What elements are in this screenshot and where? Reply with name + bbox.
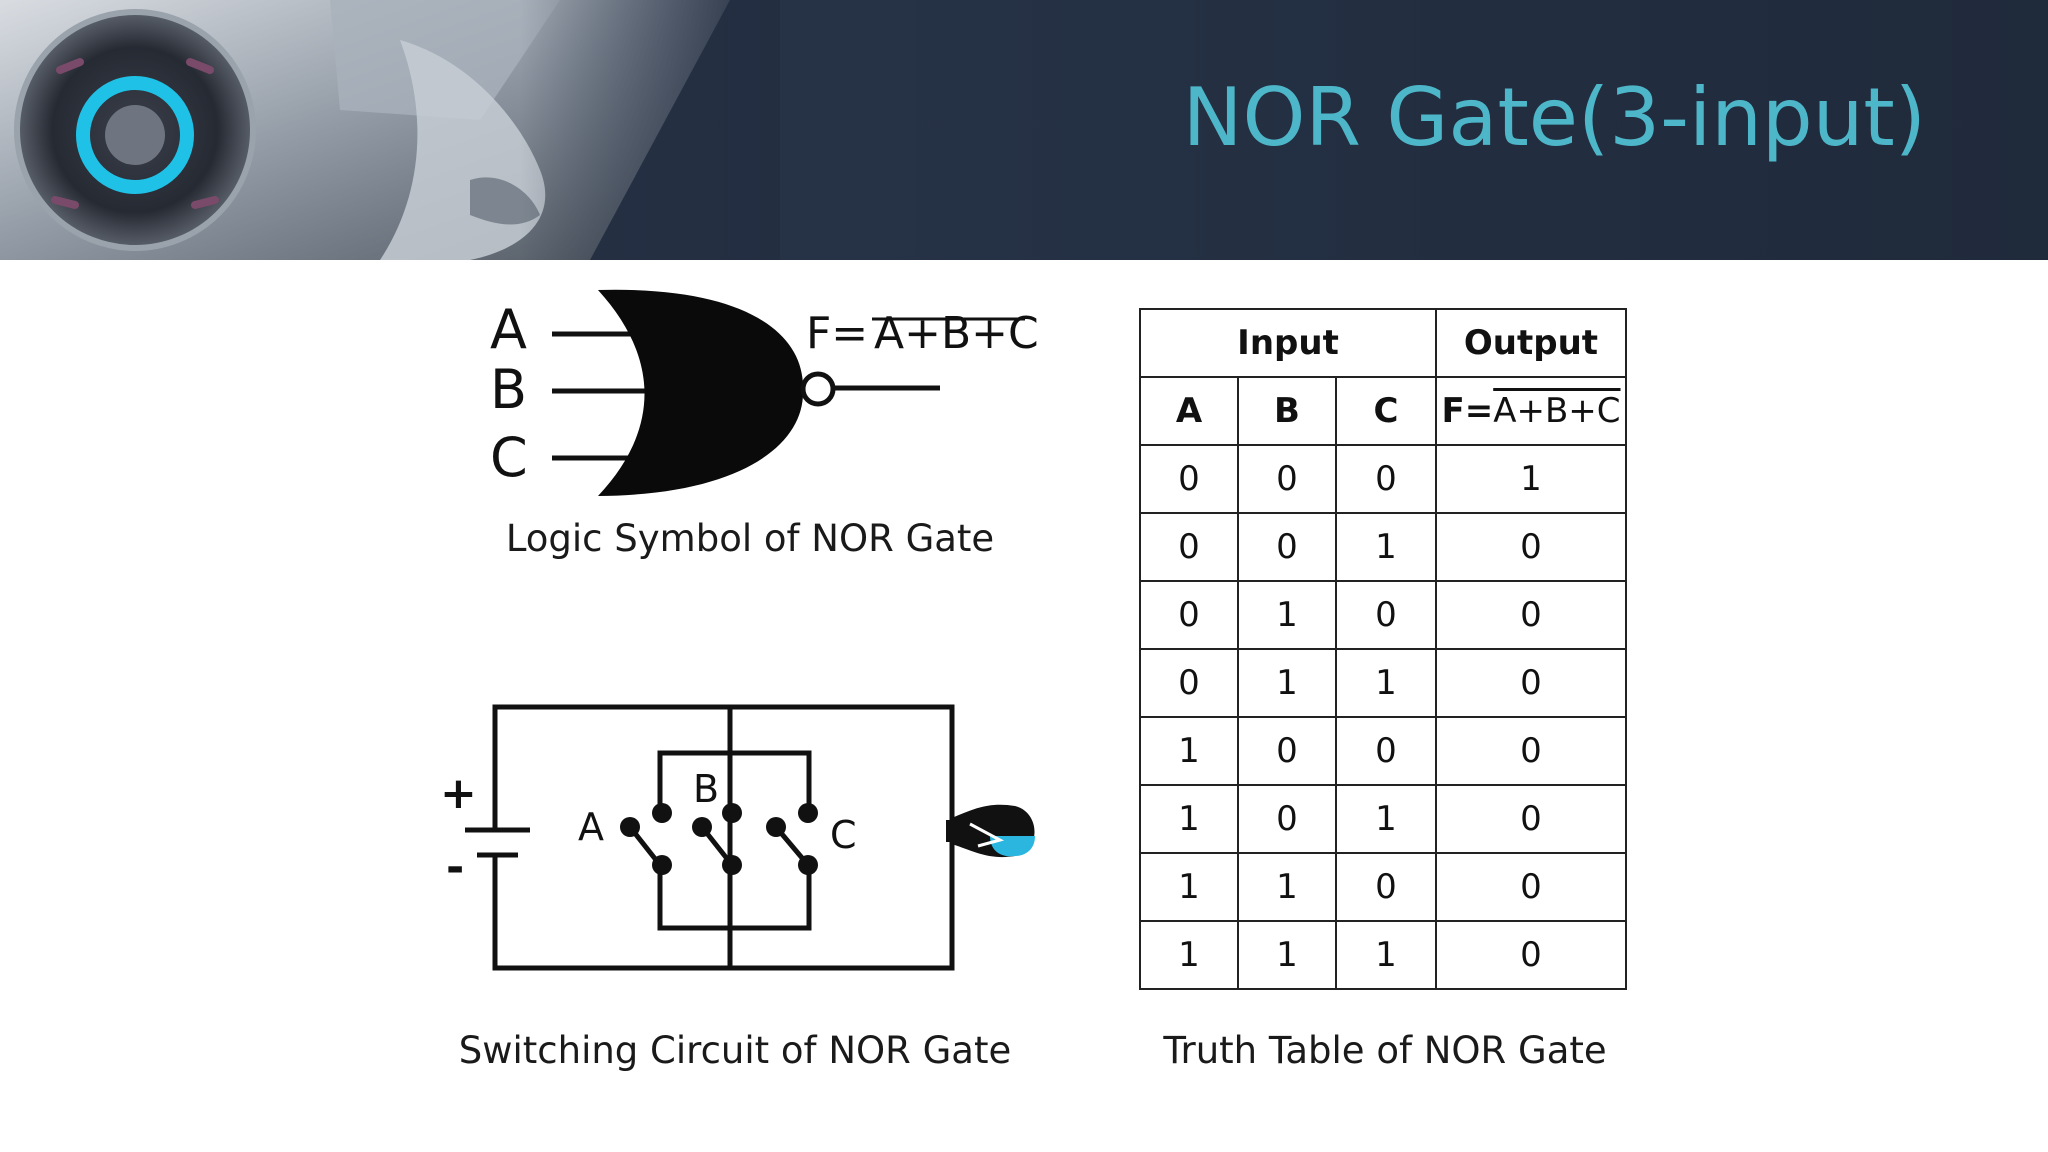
battery-minus-label: - [446,842,464,893]
table-cell: 0 [1237,444,1337,514]
logic-symbol-caption: Logic Symbol of NOR Gate [505,517,995,560]
table-cell: 0 [1139,444,1239,514]
column-header-a: A [1139,376,1239,446]
table-cell: 0 [1237,784,1337,854]
table-cell: 0 [1139,648,1239,718]
table-cell: 0 [1237,716,1337,786]
table-cell: 1 [1335,648,1437,718]
table-cell: 1 [1237,920,1337,990]
battery-plus-label: + [440,768,477,819]
input-label-a: A [490,298,527,361]
table-cell: 0 [1335,716,1437,786]
switch-label-b: B [693,767,719,811]
glowing-ring-icon [76,76,194,194]
table-cell: 1 [1139,784,1239,854]
table-cell: 1 [1335,784,1437,854]
table-cell: 1 [1237,648,1337,718]
output-expression: A+B+C [874,308,1039,359]
switch-label-c: C [830,813,857,857]
truth-table-column-header-row: A B C F=A+B+C [1139,376,1627,446]
switching-circuit-caption: Switching Circuit of NOR Gate [458,1029,1012,1072]
table-cell: 0 [1435,648,1627,718]
nor-gate-logic-symbol: A B C F= A+B+C [490,289,1039,496]
table-cell: 0 [1335,852,1437,922]
switch-label-a: A [578,805,604,849]
table-cell: 0 [1237,512,1337,582]
table-cell: 0 [1435,580,1627,650]
output-group-header: Output [1435,308,1627,378]
header-banner: NOR Gate(3-input) [0,0,2048,260]
input-label-b: B [490,358,527,421]
column-header-c: C [1335,376,1437,446]
table-cell: 0 [1435,852,1627,922]
output-prefix: F= [806,308,868,359]
truth-table-group-header-row: Input Output [1139,308,1627,378]
table-cell: 1 [1237,580,1337,650]
table-cell: 0 [1435,716,1627,786]
table-cell: 1 [1139,716,1239,786]
light-bulb-icon [946,804,1035,858]
output-expression-label: A+B+C [1493,391,1621,431]
truth-table-caption: Truth Table of NOR Gate [1163,1029,1607,1072]
table-cell: 1 [1139,852,1239,922]
input-label-c: C [490,426,528,489]
column-header-b: B [1237,376,1337,446]
table-cell: 0 [1139,580,1239,650]
battery-icon [465,823,530,858]
column-header-output: F=A+B+C [1435,376,1627,446]
inversion-bubble [800,371,836,407]
table-cell: 0 [1335,444,1437,514]
table-cell: 1 [1139,920,1239,990]
table-cell: 1 [1335,512,1437,582]
table-cell: 0 [1335,580,1437,650]
circuit-wire-bottom [492,838,955,971]
nor-switching-circuit: + - A B C [440,704,1035,971]
table-cell: 1 [1435,444,1627,514]
robot-face-illustration [0,0,780,260]
input-group-header: Input [1139,308,1437,378]
table-cell: 0 [1435,920,1627,990]
table-cell: 1 [1237,852,1337,922]
switch-a-contact [620,817,640,837]
switch-c-contact [766,817,786,837]
table-cell: 1 [1335,920,1437,990]
circuit-wire-top [492,704,955,828]
output-prefix-label: F= [1441,391,1494,431]
table-cell: 0 [1435,512,1627,582]
table-cell: 0 [1435,784,1627,854]
nor-gate-body [598,289,804,496]
slide-title: NOR Gate(3-input) [1182,71,1926,164]
switch-b-contact [692,817,712,837]
table-cell: 0 [1139,512,1239,582]
